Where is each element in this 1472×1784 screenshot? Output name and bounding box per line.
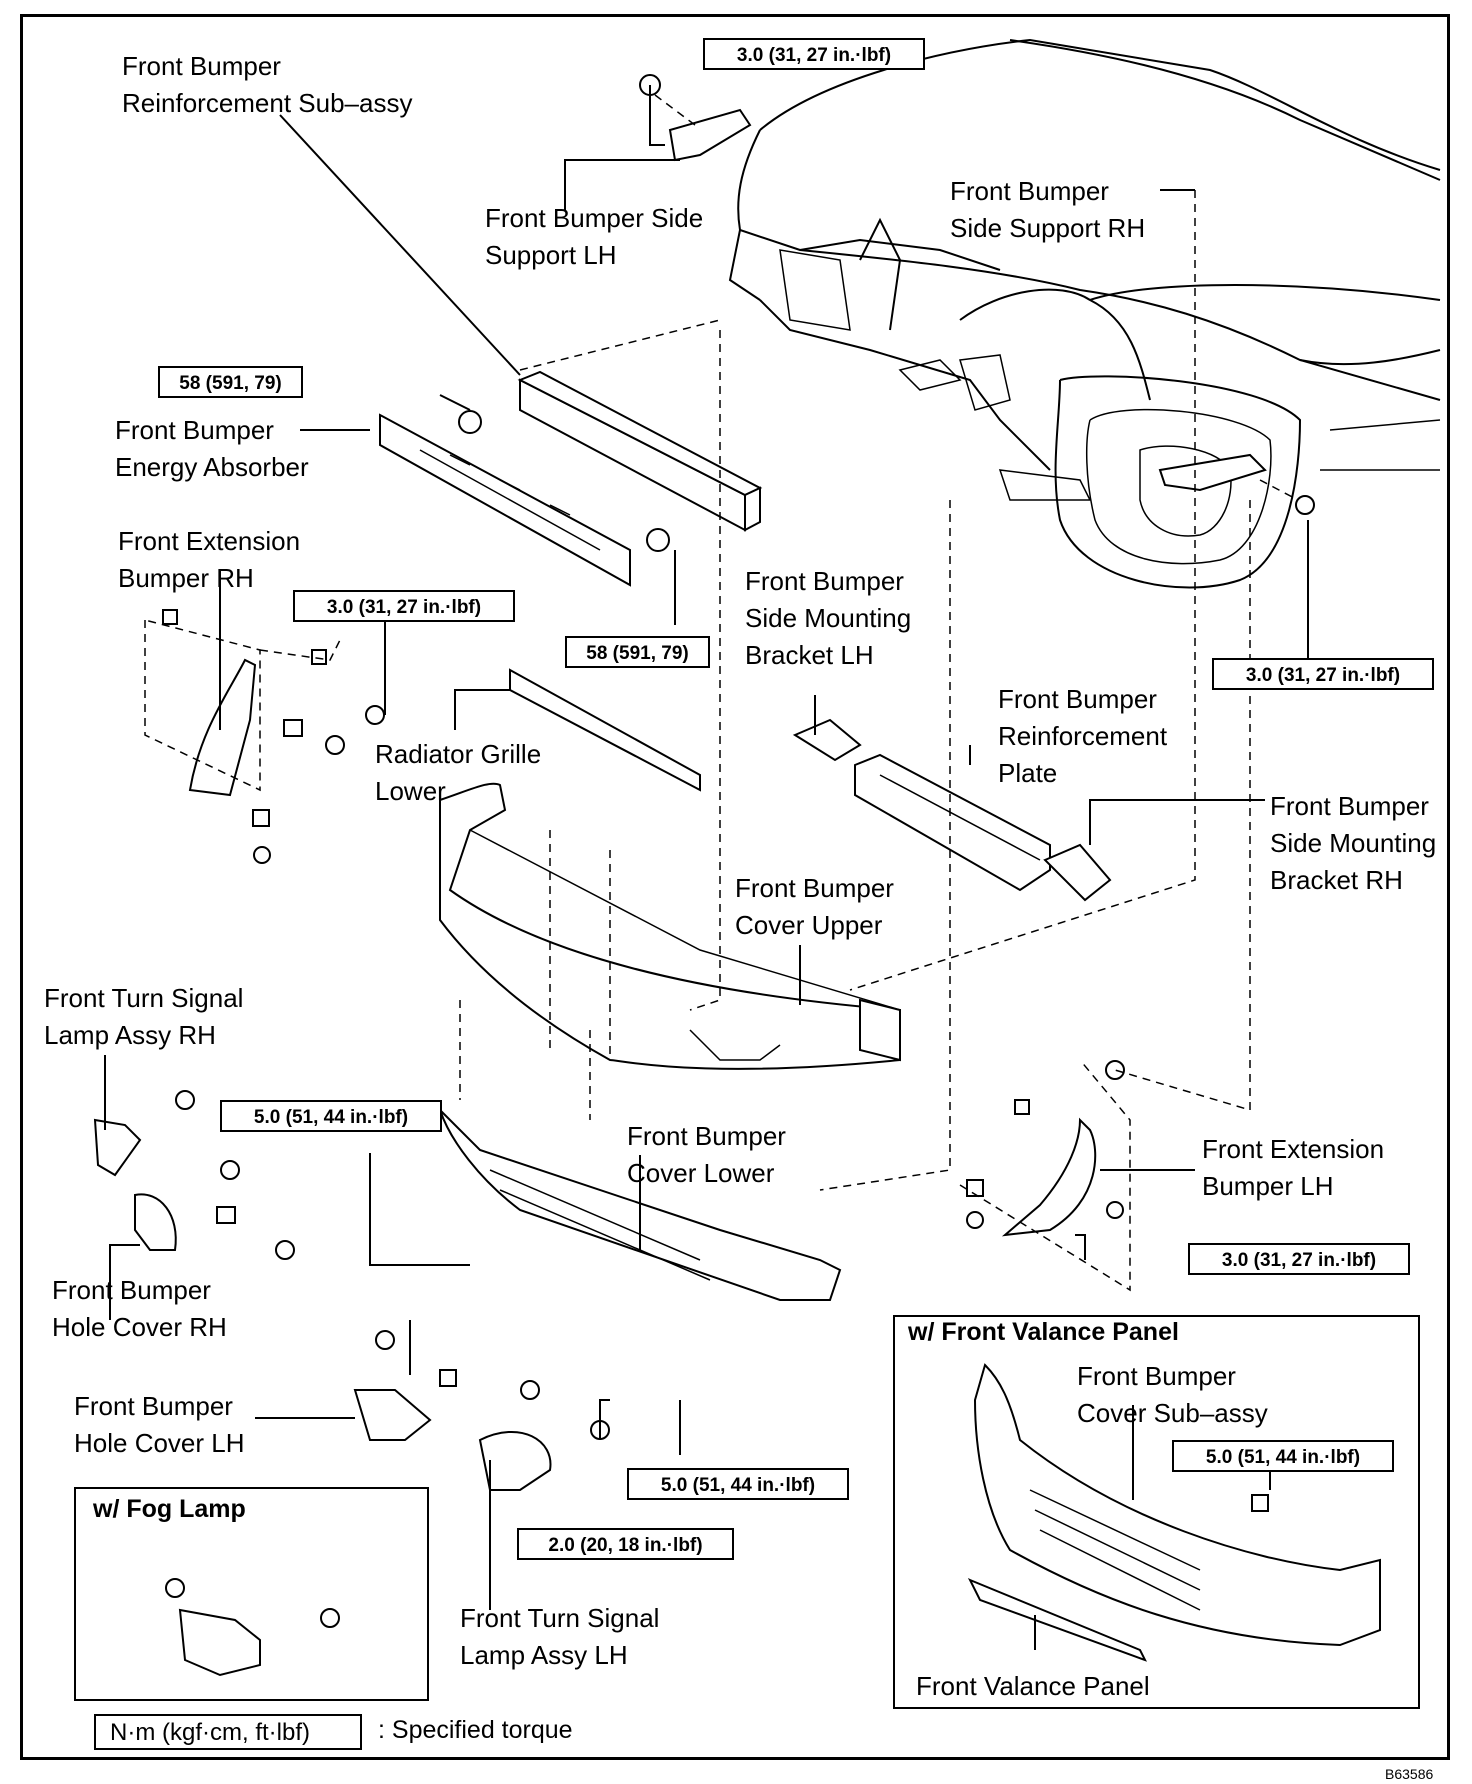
torque-side-support-rh: 3.0 (31, 27 in.·lbf) [1212,658,1434,690]
label-turn-signal-lh: Front Turn Signal Lamp Assy LH [460,1603,660,1670]
figure-code: B63586 [1385,1766,1434,1782]
torque-absorber-right: 58 (591, 79) [565,636,710,668]
bumper-cover-upper [439,782,901,1070]
label-side-support-rh: Front Bumper Side Support RH [950,176,1146,243]
fog-lamp-drawing [165,1578,340,1677]
label-turn-signal-rh: Front Turn Signal Lamp Assy RH [44,983,244,1050]
label-hole-cover-rh: Front Bumper Hole Cover RH [52,1275,227,1342]
inset-valance-panel-title: w/ Front Valance Panel [908,1318,1179,1346]
label-extension-lh: Front Extension Bumper LH [1202,1134,1385,1201]
torque-cover-lower-left: 5.0 (51, 44 in.·lbf) [220,1100,442,1132]
diagram-frame [20,14,1450,1760]
inset-valance-panel [893,1315,1420,1709]
torque-valance: 5.0 (51, 44 in.·lbf) [1172,1440,1394,1472]
label-side-mounting-bracket-lh: Front Bumper Side Mounting Bracket LH [745,566,912,670]
valance-panel-drawing [967,1363,1381,1662]
vehicle-body [728,38,1441,589]
side-support-lh-part [639,74,752,162]
torque-cover-lower-bottom: 5.0 (51, 44 in.·lbf) [627,1468,849,1500]
legend-unit-box: N·m (kgf·cm, ft·lbf) [94,1714,362,1750]
extension-bumper-rh [144,609,385,864]
energy-absorber [379,410,670,587]
label-reinforcement: Front Bumper Reinforcement Sub–assy [122,51,413,118]
radiator-grille-lower-part [509,668,701,792]
inset-fog-lamp [74,1487,429,1701]
side-support-rh-part [1158,453,1315,515]
label-valance-panel: Front Valance Panel [916,1671,1150,1701]
label-energy-absorber: Front Bumper Energy Absorber [115,415,309,482]
label-cover-upper: Front Bumper Cover Upper [735,873,894,940]
label-side-support-lh: Front Bumper Side Support LH [485,203,704,270]
label-hole-cover-lh: Front Bumper Hole Cover LH [74,1391,245,1458]
torque-side-support-lh: 3.0 (31, 27 in.·lbf) [703,38,925,70]
label-reinforcement-plate: Front Bumper Reinforcement Plate [998,684,1168,788]
torque-turn-signal-lh: 2.0 (20, 18 in.·lbf) [517,1528,734,1560]
torque-absorber-left: 58 (591, 79) [158,366,303,398]
leader-lines [104,85,1309,1650]
brackets-and-plate [792,718,1112,902]
label-radiator-grille-lower: Radiator Grille Lower [375,739,542,806]
label-extension-rh: Front Extension Bumper RH [118,526,301,593]
legend-meaning: : Specified torque [378,1716,573,1744]
inset-fog-lamp-title: w/ Fog Lamp [93,1495,246,1523]
label-cover-sub-assy: Front Bumper Cover Sub–assy [1077,1361,1268,1428]
torque-extension-lh: 3.0 (31, 27 in.·lbf) [1188,1243,1410,1275]
label-cover-lower: Front Bumper Cover Lower [627,1121,786,1188]
label-side-mounting-bracket-rh: Front Bumper Side Mounting Bracket RH [1270,791,1437,895]
alignment-lines [459,190,1251,1191]
reinforcement-beam [517,370,763,532]
extension-bumper-lh [959,1059,1131,1292]
torque-extension-rh: 3.0 (31, 27 in.·lbf) [293,590,515,622]
